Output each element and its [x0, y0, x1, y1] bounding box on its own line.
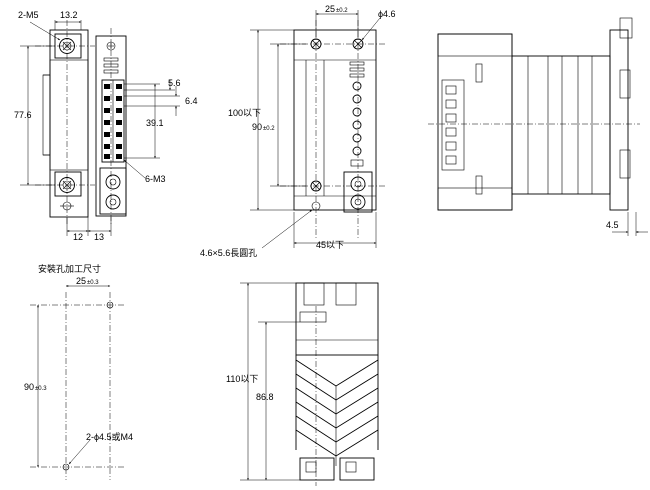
- dim-pitch-top: 25: [325, 4, 335, 14]
- dim-mount-pitch-tol: ±0.3: [87, 280, 99, 286]
- hole-diameter: ϕ4.6: [378, 9, 396, 19]
- dim-rail-offset: 4.5: [606, 220, 619, 230]
- dim-mount-pitch: 25: [76, 276, 86, 286]
- dim-width-total: 45以下: [316, 240, 344, 250]
- heatsink-fins: [295, 355, 379, 466]
- screw-callout: 2-M5: [18, 10, 39, 20]
- dim-bottom-height-total: 110以下: [226, 374, 258, 384]
- main-view: 25 ±0.2 ϕ4.6 100以下 90 ±0.2 45以下 4.6×5.6長…: [200, 4, 396, 258]
- dim-bottom-right: 13: [94, 232, 104, 242]
- dim-pitch-1: 5.6: [168, 78, 181, 88]
- dim-width-top: 13.2: [60, 10, 78, 20]
- dial-icon: [99, 167, 127, 215]
- hole-icon: [106, 301, 114, 309]
- slot-callout: 4.6×5.6長圓孔: [200, 248, 257, 258]
- dim-terminal-span: 39.1: [146, 118, 164, 128]
- dim-height-left: 77.6: [14, 110, 32, 120]
- terminal-screws: [349, 61, 365, 167]
- front-view: 13.2 2-M5 77.6 5.6 6.4 39.1 6-M3 12 13: [14, 10, 198, 242]
- dim-mount-height-tol: ±0.3: [35, 386, 47, 392]
- hole-icon: [62, 463, 70, 471]
- dim-bottom-left: 12: [73, 232, 83, 242]
- dim-pitch-2: 6.4: [185, 96, 198, 106]
- bottom-view: 110以下 86.8: [226, 282, 379, 486]
- dim-height-total: 100以下: [228, 108, 261, 118]
- side-view: 4.5: [428, 17, 648, 236]
- terminal-screws: [101, 79, 125, 163]
- dim-bottom-height-fins: 86.8: [256, 392, 274, 402]
- mounting-holes-view: 安裝孔加工尺寸 25 ±0.3 90 ±0.3 2-ϕ4.5或M4: [24, 263, 133, 480]
- mounting-title: 安裝孔加工尺寸: [38, 263, 101, 274]
- mount-hole-callout: 2-ϕ4.5或M4: [86, 431, 133, 442]
- dim-mount-height: 90: [24, 382, 34, 392]
- dim-height-mount-tol: ±0.2: [263, 126, 275, 132]
- dim-pitch-top-tol: ±0.2: [336, 8, 348, 14]
- terminal-callout: 6-M3: [145, 174, 166, 184]
- dim-height-mount: 90: [252, 122, 262, 132]
